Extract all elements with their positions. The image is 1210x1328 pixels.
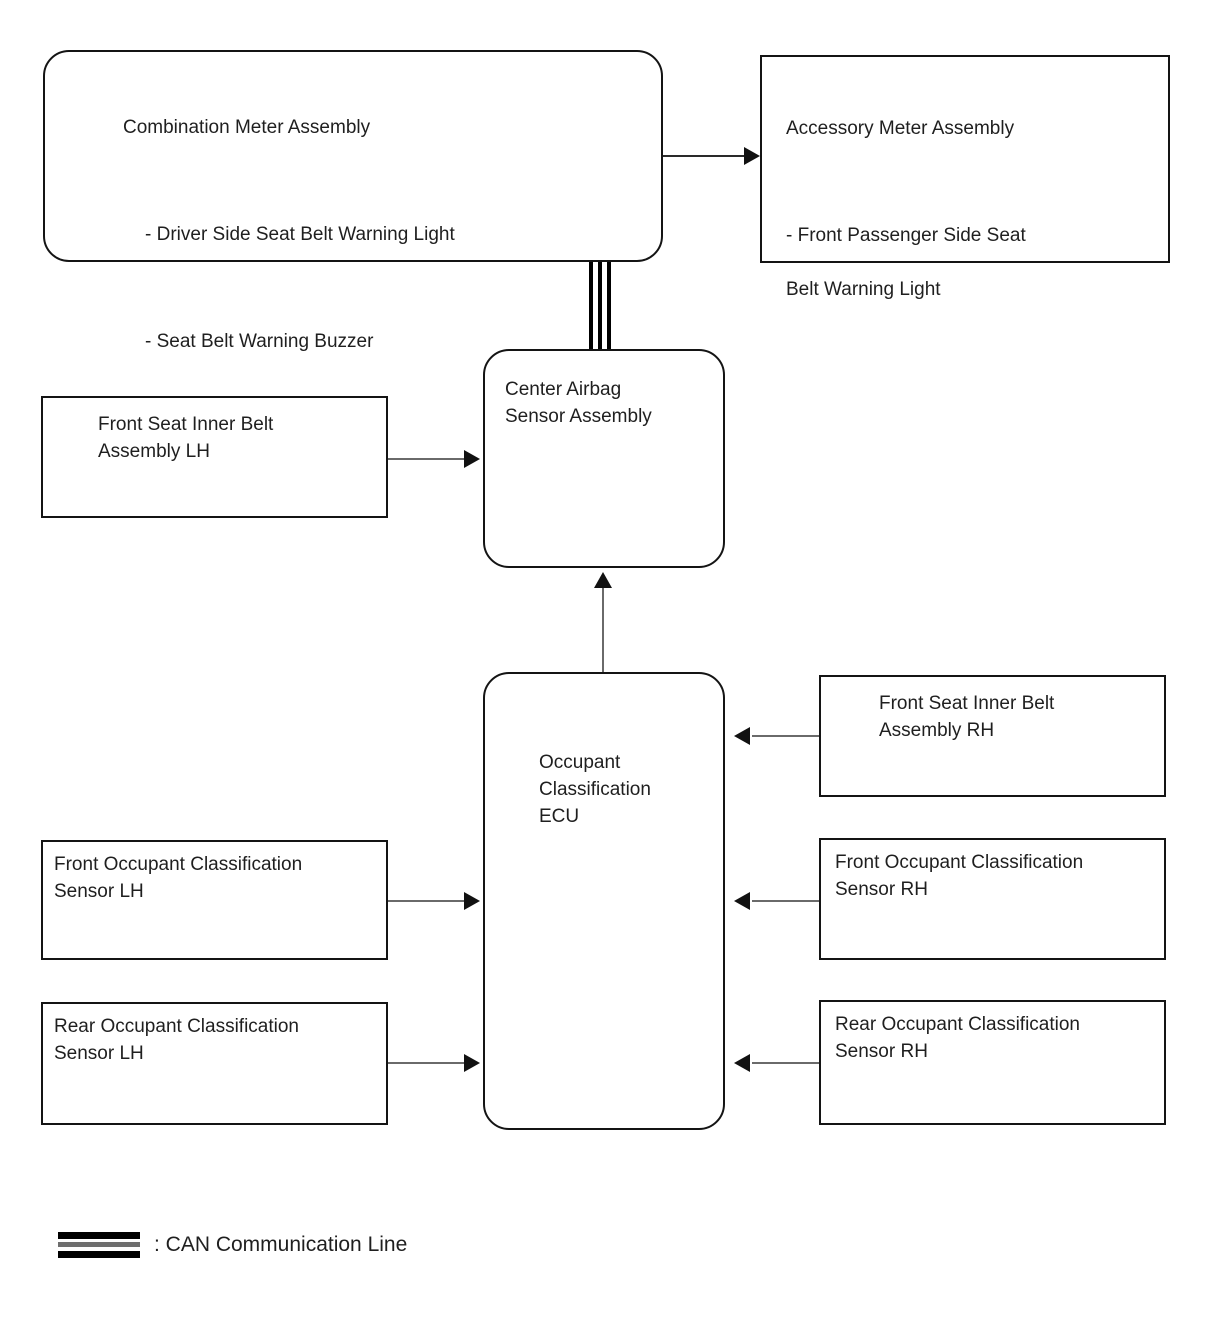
front-seat-inner-belt-lh-label: Front Seat Inner Belt Assembly LH: [98, 414, 274, 462]
arrowhead-rear-occupant-lh-to-ecu: [464, 1054, 480, 1072]
rear-occupant-sensor-rh-label: Rear Occupant Classification Sensor RH: [835, 1014, 1080, 1062]
node-rear-occupant-classification-sensor-rh[interactable]: Rear Occupant Classification Sensor RH: [819, 1000, 1166, 1125]
front-seat-inner-belt-rh-label: Front Seat Inner Belt Assembly RH: [879, 693, 1055, 741]
arrowhead-ecu-to-airbag: [594, 572, 612, 588]
can-communication-line-icon: [58, 1232, 140, 1258]
combination-meter-item-1: - Driver Side Seat Belt Warning Light: [145, 223, 455, 245]
node-occupant-classification-ecu[interactable]: Occupant Classification ECU: [483, 672, 725, 1130]
node-rear-occupant-classification-sensor-lh[interactable]: Rear Occupant Classification Sensor LH: [41, 1002, 388, 1125]
front-occupant-sensor-lh-label: Front Occupant Classification Sensor LH: [54, 854, 303, 902]
combination-meter-item-2: - Seat Belt Warning Buzzer: [145, 330, 374, 352]
connector-belt-rh-to-ecu: [752, 735, 820, 737]
text-spacer: [123, 169, 661, 195]
connector-meter-to-accessory: [663, 155, 748, 157]
connector-rear-occupant-lh-to-ecu: [388, 1062, 468, 1064]
accessory-meter-item-2: Belt Warning Light: [786, 278, 941, 300]
occupant-classification-ecu-label: Occupant Classification ECU: [539, 752, 651, 827]
connector-front-occupant-rh-to-ecu: [752, 900, 820, 902]
accessory-meter-item-1: - Front Passenger Side Seat: [786, 224, 1026, 246]
arrowhead-rear-occupant-rh-to-ecu: [734, 1054, 750, 1072]
node-combination-meter-assembly[interactable]: Combination Meter Assembly - Driver Side…: [43, 50, 663, 352]
legend-label: : CAN Communication Line: [154, 1233, 408, 1256]
connector-rear-occupant-rh-to-ecu: [752, 1062, 820, 1064]
connector-front-occupant-lh-to-ecu: [388, 900, 468, 902]
front-occupant-sensor-rh-label: Front Occupant Classification Sensor RH: [835, 852, 1084, 900]
node-front-seat-inner-belt-assembly-rh[interactable]: Front Seat Inner Belt Assembly RH: [819, 675, 1166, 797]
node-front-occupant-classification-sensor-rh[interactable]: Front Occupant Classification Sensor RH: [819, 838, 1166, 960]
node-center-airbag-sensor-assembly[interactable]: Center Airbag Sensor Assembly: [483, 349, 725, 568]
legend: : CAN Communication Line: [58, 1232, 407, 1258]
can-communication-line: [589, 260, 611, 355]
arrowhead-front-occupant-lh-to-ecu: [464, 892, 480, 910]
accessory-meter-title: Accessory Meter Assembly: [786, 117, 1015, 139]
arrowhead-belt-rh-to-ecu: [734, 727, 750, 745]
connector-ecu-to-airbag: [602, 580, 604, 676]
text-spacer: [786, 170, 1168, 196]
center-airbag-sensor-label: Center Airbag Sensor Assembly: [505, 379, 652, 427]
text-spacer: [123, 276, 661, 302]
rear-occupant-sensor-lh-label: Rear Occupant Classification Sensor LH: [54, 1016, 299, 1064]
node-accessory-meter-assembly[interactable]: Accessory Meter Assembly - Front Passeng…: [760, 55, 1170, 300]
arrowhead-front-occupant-rh-to-ecu: [734, 892, 750, 910]
arrowhead-meter-to-accessory: [744, 147, 760, 165]
node-front-occupant-classification-sensor-lh[interactable]: Front Occupant Classification Sensor LH: [41, 840, 388, 960]
node-front-seat-inner-belt-assembly-lh[interactable]: Front Seat Inner Belt Assembly LH: [41, 396, 388, 518]
arrowhead-belt-lh-to-airbag: [464, 450, 480, 468]
combination-meter-title: Combination Meter Assembly: [123, 116, 371, 138]
connector-belt-lh-to-airbag: [388, 458, 468, 460]
